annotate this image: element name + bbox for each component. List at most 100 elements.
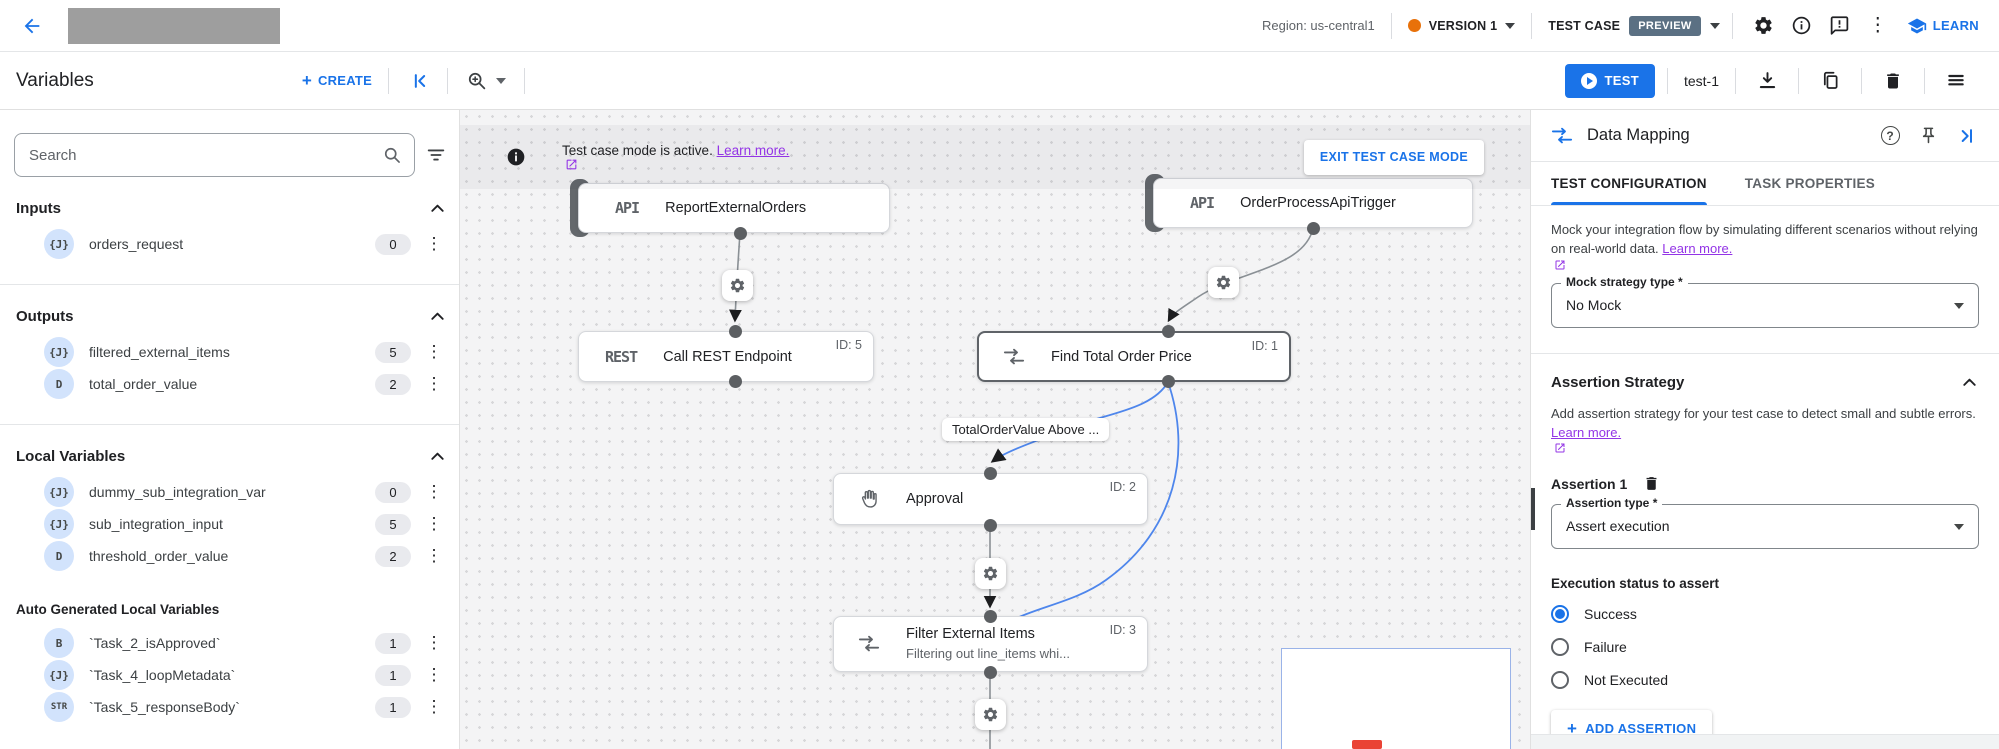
type-chip-string: STR	[44, 692, 74, 722]
type-chip-double: D	[44, 369, 74, 399]
collapse-panel-button[interactable]	[1947, 117, 1985, 155]
variable-row[interactable]: {J} `Task_4_loopMetadata` 1 ⋮	[0, 659, 459, 691]
variable-row[interactable]: {J} dummy_sub_integration_var 0 ⋮	[0, 476, 459, 508]
divider	[1731, 12, 1733, 39]
version-selector[interactable]: VERSION 1	[1407, 19, 1516, 33]
tab-test-configuration[interactable]: TEST CONFIGURATION	[1551, 162, 1707, 205]
node-report-external-orders[interactable]: API ReportExternalOrders	[578, 183, 890, 233]
assertion-type-label: Assertion type *	[1561, 496, 1663, 511]
gear-icon	[729, 277, 746, 294]
banner-learn-more-link[interactable]: Learn more.	[716, 143, 790, 158]
edge-settings-gear[interactable]	[1208, 267, 1239, 298]
divider	[0, 284, 459, 285]
assertion-type-select[interactable]: Assertion type * Assert execution	[1551, 496, 1979, 550]
pin-panel-button[interactable]	[1909, 117, 1947, 155]
collapse-sidebar-button[interactable]	[405, 62, 435, 100]
flow-canvas[interactable]: Test case mode is active. Learn more. EX…	[460, 110, 1530, 749]
test-case-selector[interactable]: TEST CASE PREVIEW	[1548, 15, 1720, 36]
learn-button[interactable]: LEARN	[1907, 16, 1979, 36]
row-more-menu[interactable]: ⋮	[425, 374, 443, 393]
row-more-menu[interactable]: ⋮	[425, 546, 443, 565]
row-more-menu[interactable]: ⋮	[425, 697, 443, 716]
more-vertical-icon: ⋮	[1868, 15, 1888, 36]
edge-settings-gear[interactable]	[975, 558, 1006, 589]
node-filter-external-items[interactable]: Filter External Items Filtering out line…	[833, 616, 1148, 672]
delete-assertion-button[interactable]	[1643, 475, 1660, 492]
row-more-menu[interactable]: ⋮	[425, 482, 443, 501]
node-approval[interactable]: Approval ID: 2	[833, 473, 1148, 525]
radio-option-success[interactable]: Success	[1551, 604, 1979, 624]
tab-task-properties[interactable]: TASK PROPERTIES	[1744, 176, 1876, 191]
search-input[interactable]	[29, 146, 382, 164]
mock-learn-more-link[interactable]: Learn more.	[1662, 240, 1733, 256]
mock-strategy-select[interactable]: Mock strategy type * No Mock	[1551, 274, 1979, 328]
variable-row[interactable]: D total_order_value 2 ⋮	[0, 368, 459, 400]
chevron-up-icon[interactable]	[428, 447, 447, 466]
test-button[interactable]: TEST	[1564, 63, 1655, 98]
usage-count-badge: 0	[375, 233, 411, 255]
more-options-button[interactable]: ⋮	[1859, 7, 1897, 45]
row-more-menu[interactable]: ⋮	[425, 665, 443, 684]
chevron-up-icon[interactable]	[428, 307, 447, 326]
search-field[interactable]	[14, 133, 415, 177]
divider	[1735, 67, 1736, 94]
create-variable-button[interactable]: + CREATE	[302, 72, 372, 89]
variable-row[interactable]: D threshold_order_value 2 ⋮	[0, 540, 459, 572]
back-button[interactable]	[16, 10, 48, 42]
sort-filter-icon[interactable]	[425, 144, 447, 166]
row-more-menu[interactable]: ⋮	[425, 633, 443, 652]
page-title: Variables	[16, 69, 94, 91]
radio-icon	[1551, 638, 1569, 657]
info-button[interactable]	[1783, 7, 1821, 45]
log-list-button[interactable]	[1937, 62, 1975, 100]
variable-row[interactable]: {J} sub_integration_input 5 ⋮	[0, 508, 459, 540]
delete-button[interactable]	[1874, 62, 1912, 100]
banner-message: Test case mode is active.	[562, 143, 713, 158]
copy-button[interactable]	[1811, 62, 1849, 100]
download-button[interactable]	[1748, 62, 1786, 100]
variable-row[interactable]: {J} orders_request 0 ⋮	[0, 228, 459, 260]
gear-icon	[982, 706, 999, 723]
help-button[interactable]: ?	[1871, 117, 1909, 155]
variables-sidebar: Inputs {J} orders_request 0 ⋮ Outputs {J…	[0, 110, 460, 749]
assertion-type-value: Assert execution	[1566, 518, 1670, 535]
node-find-total-order-price[interactable]: Find Total Order Price ID: 1	[977, 331, 1291, 382]
row-more-menu[interactable]: ⋮	[425, 514, 443, 533]
preview-badge: PREVIEW	[1629, 15, 1701, 36]
section-title: Inputs	[16, 200, 61, 217]
divider	[1531, 352, 1999, 354]
settings-button[interactable]	[1745, 7, 1783, 45]
partial-node-box[interactable]	[1281, 648, 1511, 749]
assertion-learn-more-link[interactable]: Learn more.	[1551, 424, 1622, 440]
divider	[447, 67, 448, 94]
collapse-left-icon	[414, 73, 426, 88]
canvas-zoom-control[interactable]	[460, 70, 512, 91]
radio-option-failure[interactable]: Failure	[1551, 637, 1979, 657]
panel-scrollbar-thumb[interactable]	[1531, 488, 1535, 530]
usage-count-badge: 1	[375, 664, 411, 686]
edge-condition-label[interactable]: TotalOrderValue Above ...	[942, 418, 1110, 441]
feedback-button[interactable]	[1821, 7, 1859, 45]
variable-row[interactable]: {J} filtered_external_items 5 ⋮	[0, 336, 459, 368]
node-call-rest-endpoint[interactable]: REST Call REST Endpoint ID: 5	[578, 331, 874, 382]
radio-option-not-executed[interactable]: Not Executed	[1551, 670, 1979, 690]
exit-test-case-mode-button[interactable]: EXIT TEST CASE MODE	[1303, 139, 1484, 175]
edge-settings-gear[interactable]	[722, 270, 753, 301]
row-more-menu[interactable]: ⋮	[425, 342, 443, 361]
variable-row[interactable]: B `Task_2_isApproved` 1 ⋮	[0, 627, 459, 659]
chevron-up-icon[interactable]	[1960, 373, 1979, 392]
section-header-auto-generated: Auto Generated Local Variables	[16, 602, 220, 617]
row-more-menu[interactable]: ⋮	[425, 234, 443, 253]
pin-icon	[1922, 127, 1934, 144]
create-label: CREATE	[318, 73, 372, 88]
usage-count-badge: 5	[375, 341, 411, 363]
divider	[1861, 67, 1862, 94]
chevron-up-icon[interactable]	[428, 199, 447, 218]
variable-row[interactable]: STR `Task_5_responseBody` 1 ⋮	[0, 691, 459, 723]
type-chip-json: {J}	[44, 509, 74, 539]
edge-settings-gear[interactable]	[975, 699, 1006, 730]
usage-count-badge: 2	[375, 545, 411, 567]
divider	[1798, 67, 1799, 94]
hand-approval-icon	[858, 488, 880, 510]
connection-dot	[1307, 222, 1320, 235]
